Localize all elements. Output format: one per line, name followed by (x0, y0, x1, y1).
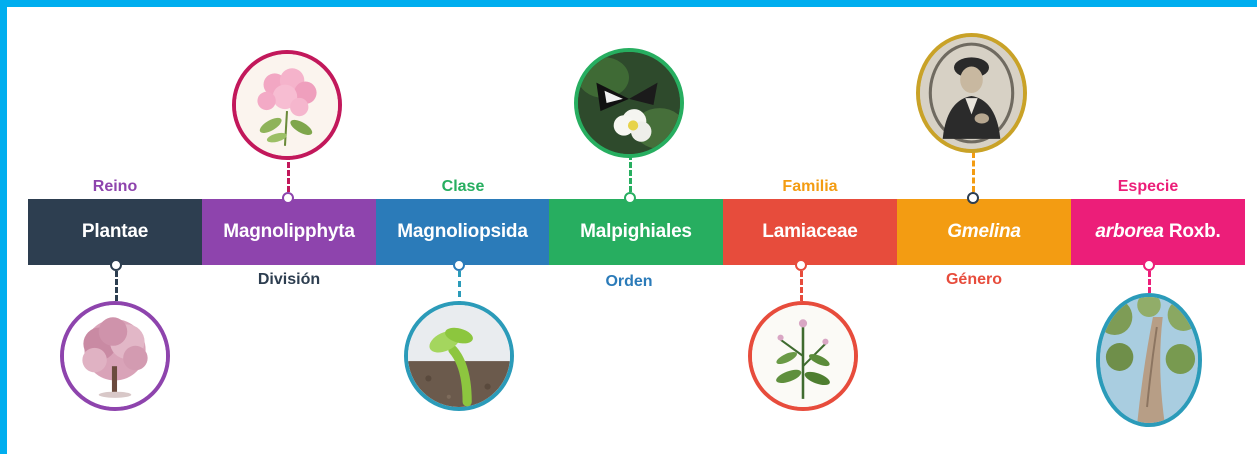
gmelin-portrait-image (916, 33, 1027, 153)
butterfly-flower-image (574, 48, 684, 158)
segment-lamiaceae: Lamiaceae (723, 199, 897, 265)
segment-gmelina: Gmelina (897, 199, 1071, 265)
connector-dot (453, 259, 465, 271)
connector-line (115, 271, 118, 301)
rank-label-genero: Género (887, 271, 1061, 289)
rank-label-clase: Clase (376, 178, 550, 196)
rank-label-orden: Orden (542, 273, 716, 291)
connector-line (1148, 271, 1151, 293)
segment-label: Malpighiales (580, 221, 692, 243)
connector-dot (967, 192, 979, 204)
segment-label: Gmelina (947, 221, 1021, 243)
segment-label: Lamiaceae (762, 221, 857, 243)
connector-dot (624, 192, 636, 204)
rank-label-especie: Especie (1061, 178, 1235, 196)
connector-dot (1143, 259, 1155, 271)
segment-magnoliopsida: Magnoliopsida (376, 199, 549, 265)
connector-dot (110, 259, 122, 271)
mint-plant-illustration-image (748, 301, 858, 411)
connector-line (800, 271, 803, 301)
connector-line (972, 152, 975, 192)
segment-label: Plantae (82, 221, 148, 243)
segment-label: Magnolipphyta (223, 221, 354, 243)
connector-line (629, 154, 632, 192)
segment-label: Magnoliopsida (397, 221, 527, 243)
segment-label: arborea Roxb. (1095, 221, 1220, 243)
segment-magnolipphyta: Magnolipphyta (202, 199, 376, 265)
segment-malpighiales: Malpighiales (549, 199, 723, 265)
pink-flower-illustration-image (232, 50, 342, 160)
pink-flowering-tree-image (60, 301, 170, 411)
rank-label-reino: Reino (28, 178, 202, 196)
seedling-sprout-image (404, 301, 514, 411)
segment-arborea: arborea Roxb. (1071, 199, 1245, 265)
rank-label-familia: Familia (723, 178, 897, 196)
tree-trunk-canopy-image (1096, 293, 1202, 427)
segment-plantae: Plantae (28, 199, 202, 265)
connector-dot (282, 192, 294, 204)
rank-label-division: División (202, 271, 376, 289)
connector-dot (795, 259, 807, 271)
